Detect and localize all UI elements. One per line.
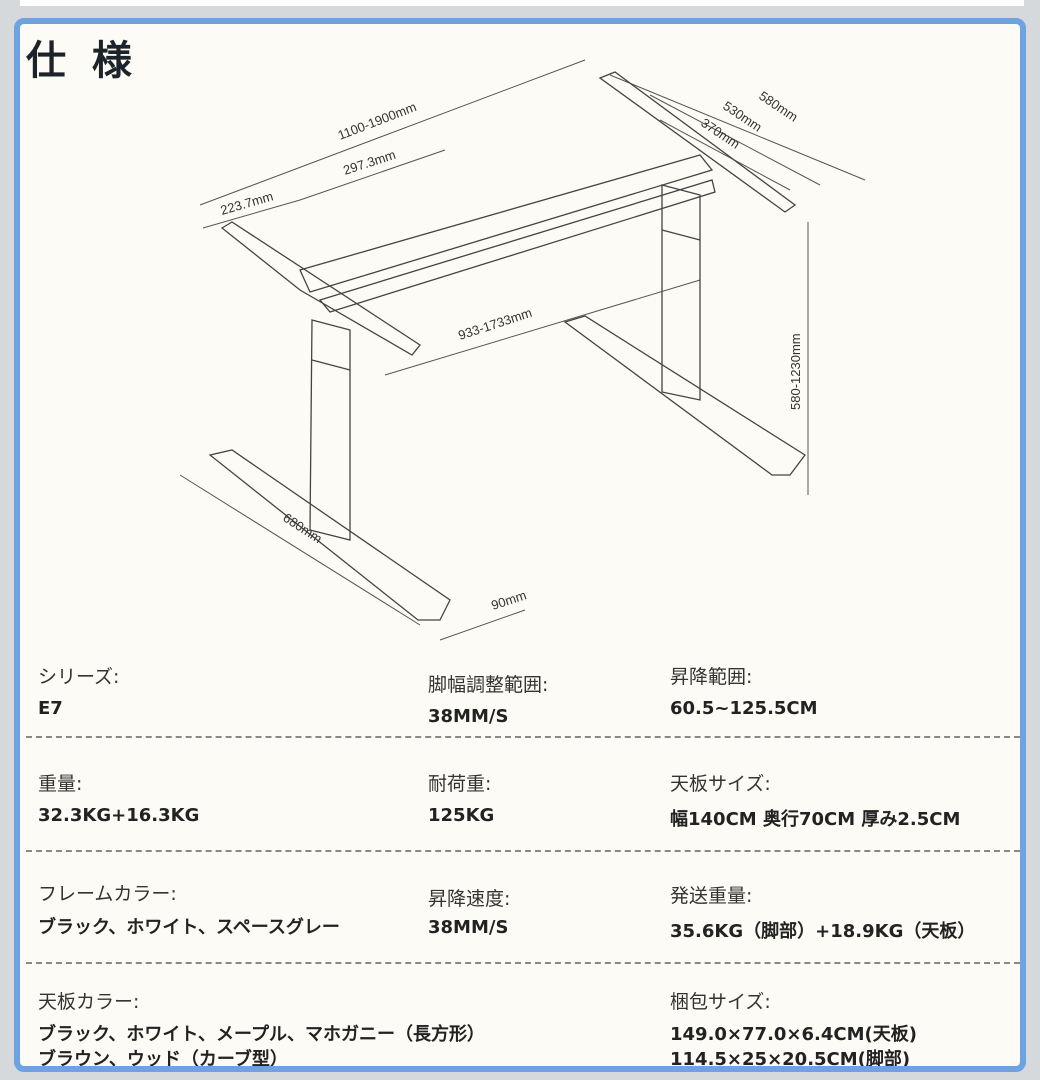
left-foot <box>208 449 451 621</box>
spec-label-frame-color: フレームカラー: <box>38 883 177 905</box>
spec-value-top-color-2: ブラウン、ウッド（カーブ型） <box>38 1049 288 1070</box>
frame-line <box>649 94 821 186</box>
spec-label-load: 耐荷重: <box>428 773 492 795</box>
frame-line <box>311 359 351 371</box>
spec-label-top-size: 天板サイズ: <box>670 773 771 795</box>
beam-upper <box>299 154 714 293</box>
spec-value-package-size-2: 114.5×25×20.5CM(脚部) <box>670 1049 911 1070</box>
frame-line <box>199 59 586 206</box>
dim-223: 223.7mm <box>219 189 275 218</box>
spec-label-package-size: 梱包サイズ: <box>670 991 771 1013</box>
frame-line <box>299 149 446 201</box>
spec-value-ship-weight: 35.6KG（脚部）+18.9KG（天板） <box>670 921 976 942</box>
right-top-plate <box>598 71 797 213</box>
right-foot <box>563 315 806 476</box>
frame-line <box>202 199 301 229</box>
frame-line <box>661 229 701 241</box>
beam-lower <box>318 179 716 313</box>
spec-label-series: シリーズ: <box>38 666 120 688</box>
frame-line <box>179 474 421 626</box>
spec-value-top-size: 幅140CM 奥行70CM 厚み2.5CM <box>670 809 961 830</box>
spec-value-leg-width: 38MM/S <box>428 706 509 727</box>
left-top-plate <box>220 221 421 356</box>
spec-card: 仕 様 1100-1900mm 58 <box>14 18 1026 1072</box>
dim-width: 1100-1900mm <box>336 99 419 143</box>
dim-foot-length: 680mm <box>280 510 325 546</box>
spec-label-top-color: 天板カラー: <box>38 991 140 1013</box>
frame-line <box>384 279 701 376</box>
divider <box>26 736 1020 738</box>
spec-value-load: 125KG <box>428 805 495 826</box>
spec-value-frame-color: ブラック、ホワイト、スペースグレー <box>38 917 340 938</box>
spec-label-ship-weight: 発送重量: <box>670 885 753 907</box>
spec-label-leg-width: 脚幅調整範囲: <box>428 674 549 696</box>
dim-height: 580-1230mm <box>788 333 803 410</box>
dimension-lines <box>179 59 866 641</box>
spec-value-weight: 32.3KG+16.3KG <box>38 805 200 826</box>
dim-580: 580mm <box>756 88 800 125</box>
spec-value-series: E7 <box>38 698 63 719</box>
dim-foot-width: 90mm <box>489 587 528 612</box>
top-strip <box>20 0 1024 6</box>
left-leg <box>309 319 351 541</box>
right-leg <box>661 184 701 401</box>
frame-line <box>659 119 791 191</box>
dim-beam: 933-1733mm <box>456 305 533 343</box>
divider <box>26 850 1020 852</box>
page-title: 仕 様 <box>26 38 138 84</box>
desk-frame-drawing: 1100-1900mm 580mm 530mm 370mm 297.3mm 22… <box>179 59 866 641</box>
divider <box>26 962 1020 964</box>
spec-value-package-size: 149.0×77.0×6.4CM(天板) <box>670 1024 917 1045</box>
frame-line <box>609 74 866 181</box>
spec-value-lift-speed: 38MM/S <box>428 917 509 938</box>
spec-value-lift-range: 60.5~125.5CM <box>670 698 818 719</box>
spec-label-lift-speed: 昇降速度: <box>428 888 511 910</box>
spec-label-weight: 重量: <box>38 773 83 795</box>
spec-label-lift-range: 昇降範囲: <box>670 666 753 688</box>
dim-297: 297.3mm <box>341 147 397 178</box>
frame-line <box>439 609 526 641</box>
spec-value-top-color: ブラック、ホワイト、メープル、マホガニー（長方形） <box>38 1024 485 1045</box>
